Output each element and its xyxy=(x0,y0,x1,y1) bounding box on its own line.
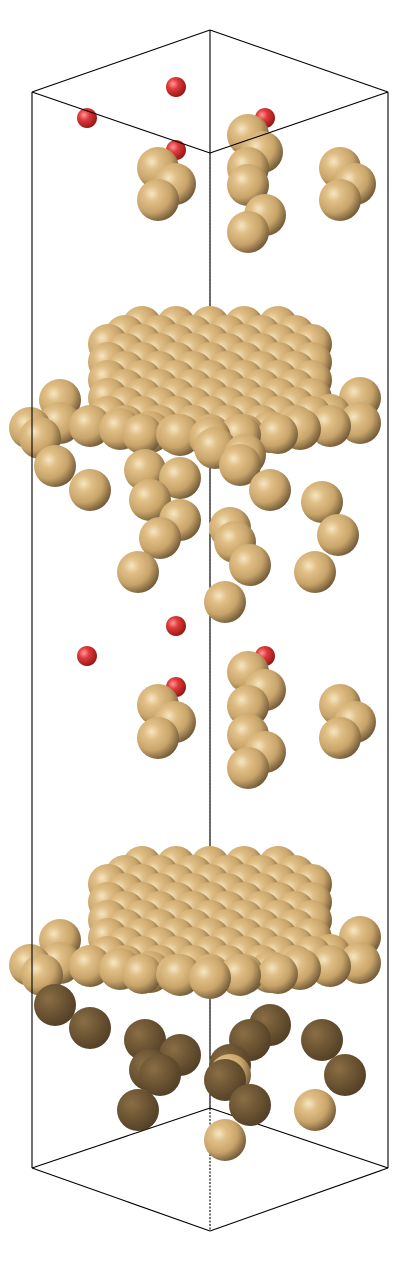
cell-edge xyxy=(209,1167,389,1232)
cell-edge xyxy=(31,1107,211,1169)
gold-atom xyxy=(294,1089,336,1131)
gold-atom xyxy=(301,481,343,523)
gold-atom xyxy=(319,717,361,759)
gold-atom xyxy=(319,179,361,221)
gold-atom xyxy=(69,1007,111,1049)
cell-edge xyxy=(31,29,211,93)
gold-atom xyxy=(137,717,179,759)
gold-atom xyxy=(204,1119,246,1161)
atom-layer xyxy=(9,77,381,1161)
cell-edge xyxy=(31,1167,211,1232)
gold-atom xyxy=(34,984,76,1026)
gold-atom xyxy=(34,445,76,487)
gold-atom xyxy=(139,1054,181,1096)
gold-atom xyxy=(258,414,298,454)
gold-atom xyxy=(258,954,298,994)
gold-atom xyxy=(227,685,269,727)
oxygen-atom xyxy=(166,616,186,636)
gold-atom xyxy=(317,514,359,556)
gold-atom xyxy=(301,1019,343,1061)
gold-atom xyxy=(204,581,246,623)
oxygen-atom xyxy=(166,77,186,97)
gold-atom xyxy=(69,469,111,511)
cell-edge xyxy=(209,29,389,93)
gold-atom xyxy=(129,479,171,521)
gold-atom xyxy=(294,551,336,593)
cell-edge xyxy=(31,91,211,154)
gold-atom xyxy=(122,954,162,994)
gold-atom xyxy=(249,469,291,511)
gold-atom xyxy=(159,457,201,499)
gold-atom xyxy=(137,179,179,221)
gold-atom xyxy=(117,1089,159,1131)
cell-edge xyxy=(209,91,389,154)
gold-atom xyxy=(229,544,271,586)
oxygen-atom xyxy=(77,646,97,666)
gold-atom xyxy=(229,1084,271,1126)
gold-atom xyxy=(219,444,261,486)
unit-cell-front-edges xyxy=(31,29,389,1232)
gold-atom xyxy=(139,517,181,559)
gold-atom xyxy=(122,414,162,454)
gold-atom xyxy=(227,747,269,789)
gold-atom xyxy=(189,957,231,999)
gold-atom xyxy=(227,211,269,253)
gold-atom xyxy=(117,551,159,593)
gold-atom xyxy=(324,1054,366,1096)
